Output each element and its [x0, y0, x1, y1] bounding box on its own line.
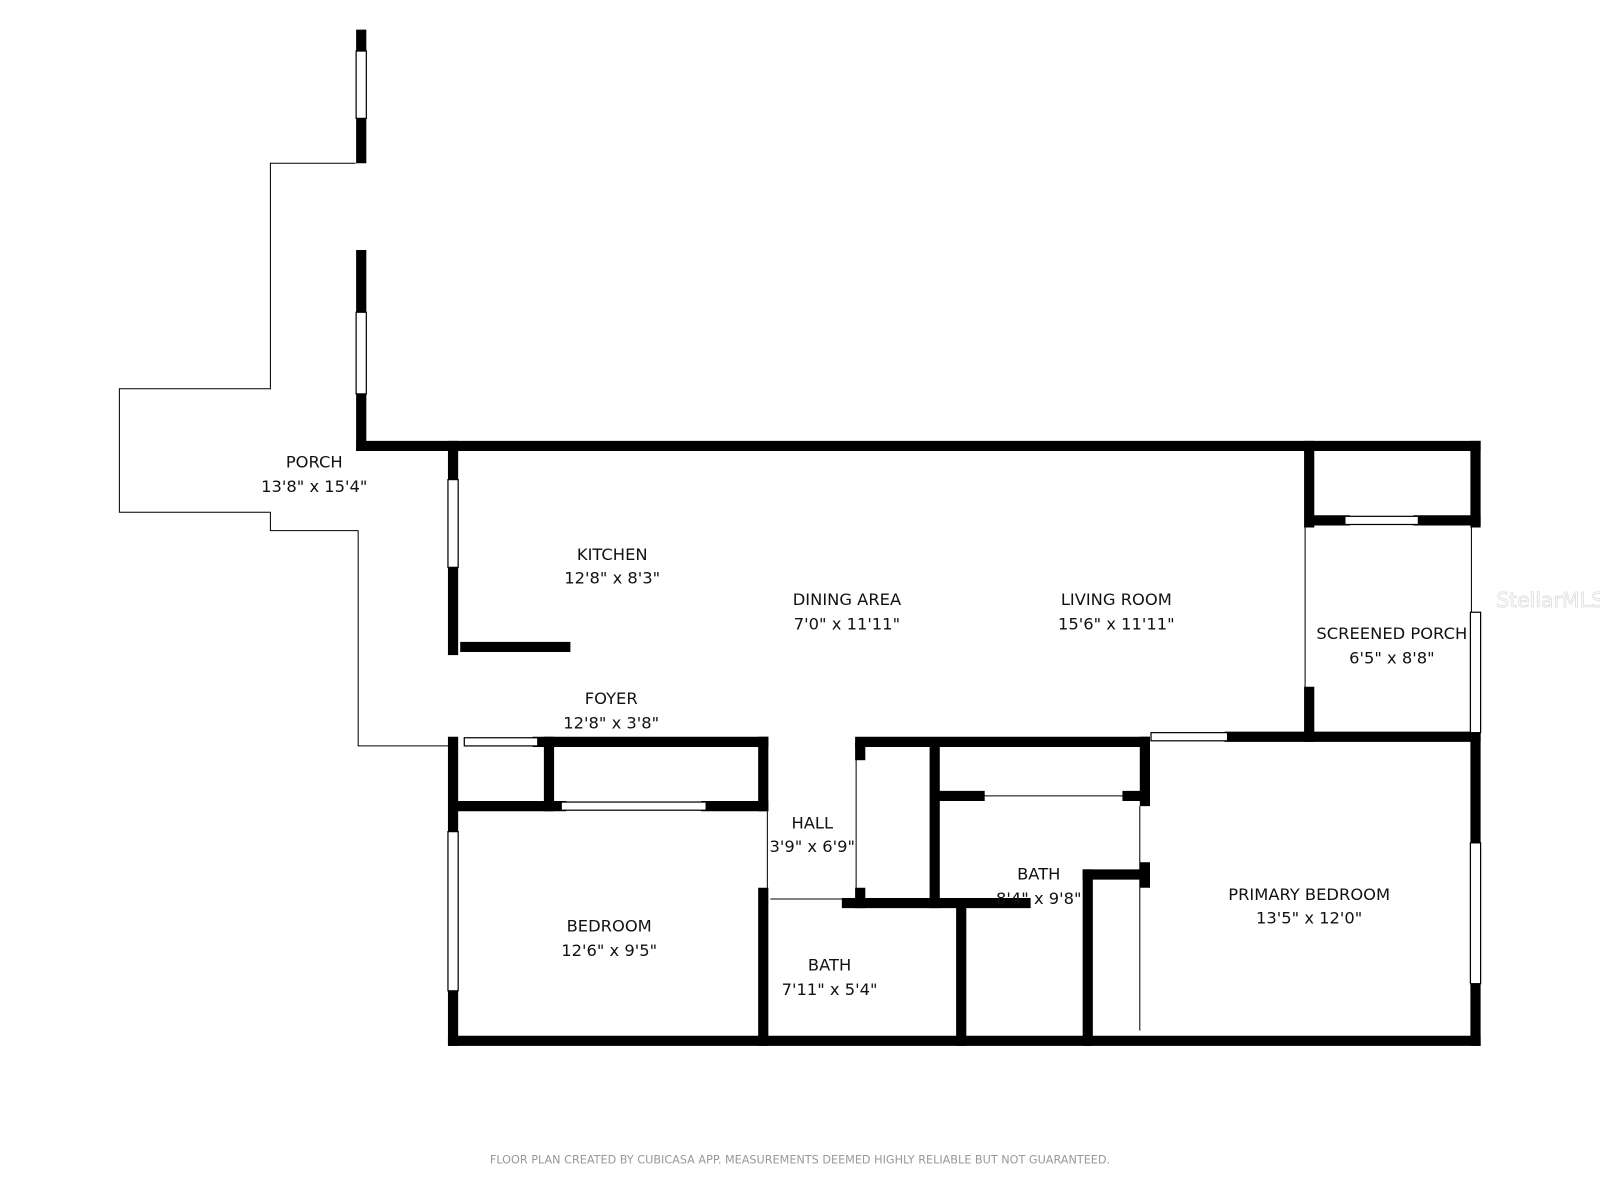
room-hall: HALL 3'9" x 6'9" [769, 814, 855, 856]
svg-text:15'6" x 11'11": 15'6" x 11'11" [1058, 615, 1175, 634]
svg-text:BATH: BATH [1017, 865, 1060, 884]
room-kitchen: KITCHEN 12'8" x 8'3" [564, 545, 660, 587]
windows [355, 50, 1482, 1031]
svg-text:DINING AREA: DINING AREA [793, 590, 902, 609]
svg-text:12'8" x 8'3": 12'8" x 8'3" [564, 569, 660, 588]
svg-text:FOYER: FOYER [585, 689, 638, 708]
svg-text:6'5" x 8'8": 6'5" x 8'8" [1349, 648, 1435, 667]
footer-disclaimer: FLOOR PLAN CREATED BY CUBICASA APP. MEAS… [490, 1153, 1110, 1166]
room-primary-bedroom: PRIMARY BEDROOM 13'5" x 12'0" [1228, 885, 1390, 927]
svg-text:HALL: HALL [791, 814, 833, 833]
svg-text:KITCHEN: KITCHEN [577, 545, 648, 564]
svg-text:7'0" x 11'11": 7'0" x 11'11" [794, 615, 900, 634]
svg-text:7'11" x 5'4": 7'11" x 5'4" [782, 980, 878, 999]
room-bath-primary: BATH 8'4" x 9'8" [996, 865, 1082, 908]
porch-outline [118, 162, 449, 747]
room-bedroom: BEDROOM 12'6" x 9'5" [561, 917, 657, 960]
svg-text:PORCH: PORCH [286, 452, 343, 471]
svg-text:SCREENED PORCH: SCREENED PORCH [1316, 624, 1467, 643]
svg-text:12'6" x 9'5": 12'6" x 9'5" [561, 941, 657, 960]
room-porch: PORCH 13'8" x 15'4" [261, 452, 367, 495]
svg-text:13'5" x 12'0": 13'5" x 12'0" [1256, 908, 1362, 927]
room-dining-area: DINING AREA 7'0" x 11'11" [793, 590, 902, 633]
room-living-room: LIVING ROOM 15'6" x 11'11" [1058, 590, 1175, 633]
svg-text:PRIMARY BEDROOM: PRIMARY BEDROOM [1228, 885, 1390, 904]
room-screened-porch: SCREENED PORCH 6'5" x 8'8" [1316, 624, 1467, 667]
svg-text:8'4" x 9'8": 8'4" x 9'8" [996, 889, 1082, 908]
watermark-logo: StellarMLS [1496, 588, 1600, 612]
svg-text:LIVING ROOM: LIVING ROOM [1061, 590, 1172, 609]
room-foyer: FOYER 12'8" x 3'8" [563, 689, 659, 732]
svg-text:13'8" x 15'4": 13'8" x 15'4" [261, 477, 367, 496]
room-bath: BATH 7'11" x 5'4" [782, 955, 878, 998]
svg-text:12'8" x 3'8": 12'8" x 3'8" [563, 714, 659, 733]
svg-text:BEDROOM: BEDROOM [567, 917, 652, 936]
svg-text:BATH: BATH [808, 955, 851, 974]
svg-text:3'9" x 6'9": 3'9" x 6'9" [769, 837, 855, 856]
